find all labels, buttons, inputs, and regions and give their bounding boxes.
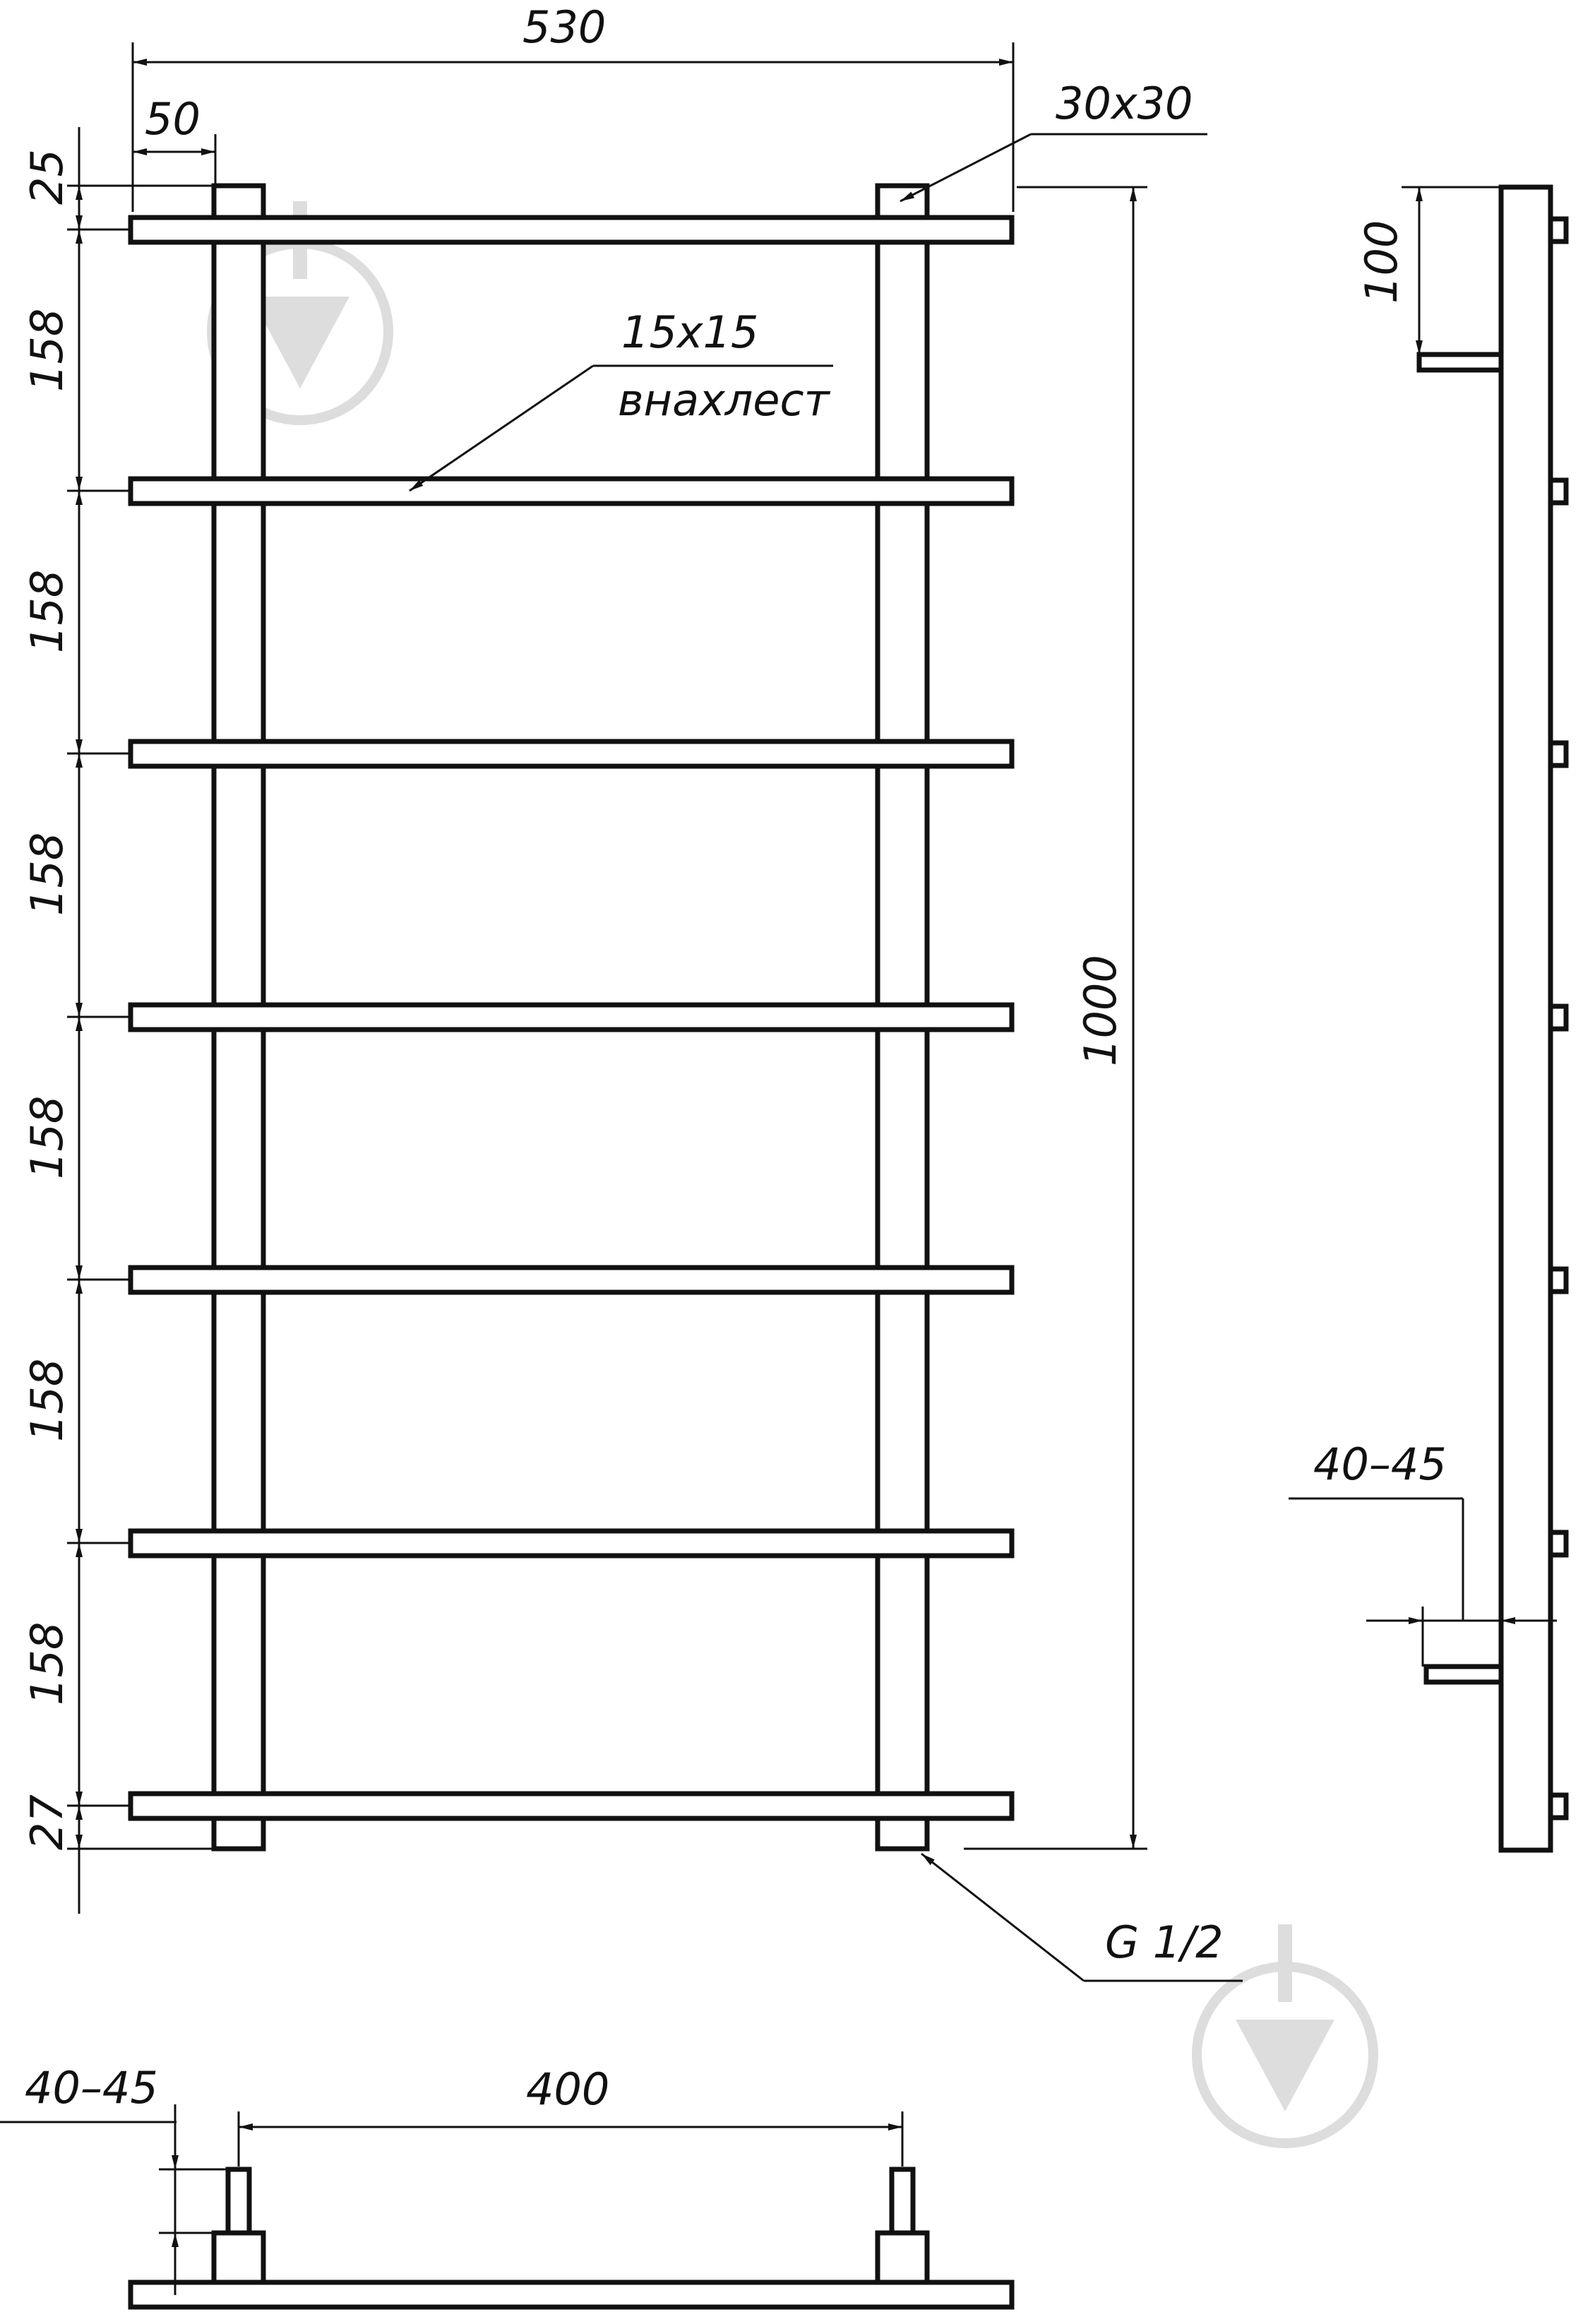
side-view: 100 40–45 <box>1289 184 1569 1853</box>
front-view: 530 50 25 158 158 158 158 158 158 27 <box>21 1 1243 1982</box>
spacing-label-4: 158 <box>21 1096 73 1179</box>
spacing-label-2: 158 <box>21 570 73 653</box>
offset-label: 50 <box>145 93 201 145</box>
bottom-outlet <box>1423 1664 1504 1685</box>
bar-note-label: внахлест <box>618 374 831 426</box>
bottom-wall-gap-label: 40–45 <box>25 2062 158 2114</box>
bottom-right-collector <box>875 2230 930 2285</box>
bar-3 <box>128 739 1015 769</box>
bar-7 <box>128 1791 1015 1821</box>
side-collector <box>1498 184 1553 1853</box>
outlet-label: 100 <box>1356 220 1407 304</box>
watermark-logo-bottom <box>1192 1924 1378 2148</box>
bar-4 <box>128 1002 1015 1032</box>
spacing-label-6: 158 <box>21 1622 73 1705</box>
spacing-label-5: 158 <box>21 1359 73 1442</box>
thread-label: G 1/2 <box>1105 1917 1224 1968</box>
center-distance-label: 400 <box>526 2063 609 2115</box>
top-outlet <box>1416 352 1504 373</box>
bar-1 <box>128 215 1015 245</box>
bar-profile-label: 15x15 <box>621 306 758 358</box>
top-offset-label: 25 <box>21 149 73 205</box>
bottom-left-outlet <box>225 2167 252 2236</box>
spacing-label-3: 158 <box>21 833 73 916</box>
bottom-view: 400 40–45 <box>0 2062 1015 2310</box>
vertical-profile-label: 30x30 <box>1056 78 1193 129</box>
bar-6 <box>128 1528 1015 1559</box>
bottom-right-outlet <box>889 2167 916 2236</box>
bottom-left-collector <box>211 2230 266 2285</box>
spacing-label-1: 158 <box>21 309 73 392</box>
bottom-bar <box>128 2280 1015 2310</box>
bottom-offset-label: 27 <box>21 1794 73 1850</box>
width-label: 530 <box>522 1 606 53</box>
bar-5 <box>128 1265 1015 1295</box>
height-label: 1000 <box>1075 955 1126 1066</box>
side-wall-gap-label: 40–45 <box>1313 1438 1447 1490</box>
bar-2 <box>128 476 1015 506</box>
